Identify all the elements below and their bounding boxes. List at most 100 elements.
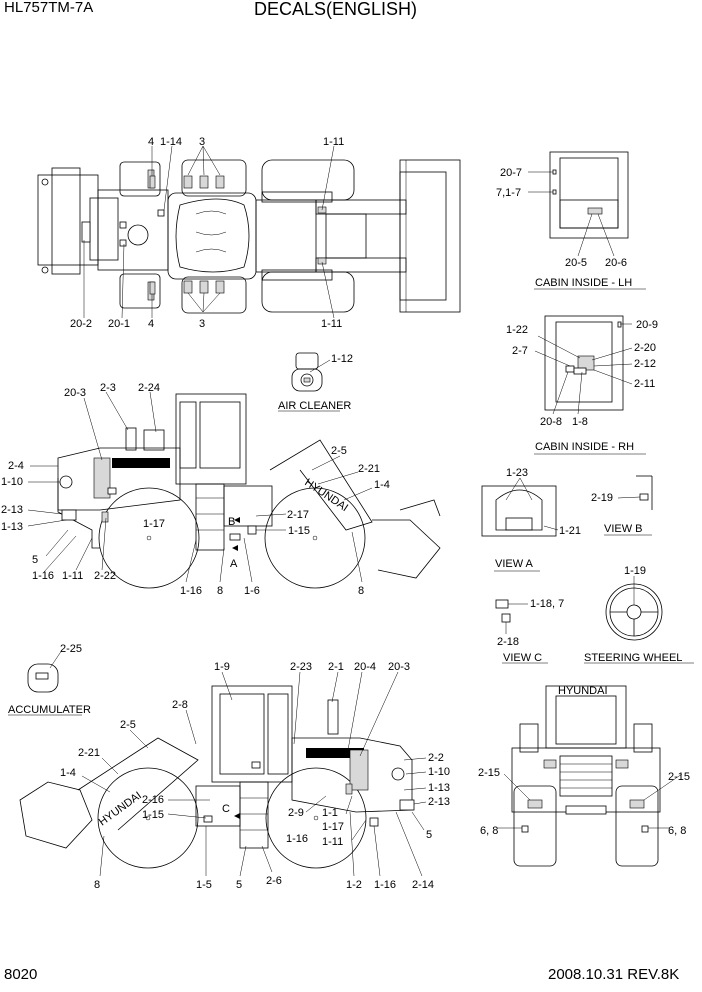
- hyundai-logo-lh: HYUNDAI: [302, 477, 350, 515]
- callout: 5: [426, 829, 432, 841]
- callout: 2-2: [428, 752, 444, 764]
- page-number: 8020: [4, 966, 38, 983]
- callout: 1-22: [506, 324, 528, 336]
- callout: 2-24: [138, 382, 160, 394]
- view-b-drawing: [604, 475, 653, 536]
- callout: 2-13: [1, 504, 23, 516]
- callout: 2-8: [172, 699, 188, 711]
- top-view-labels: 4 1-14 3 1-11 20-2 20-1 4 3 1-11: [70, 136, 344, 330]
- callout: 2-9: [288, 807, 304, 819]
- callout: 1-16: [286, 833, 308, 845]
- hyundai-logo-rear: HYUNDAI: [558, 685, 608, 697]
- callout: 1-11: [62, 570, 83, 582]
- cabin-rh-caption: CABIN INSIDE - RH: [535, 441, 634, 453]
- callout: 20-3: [388, 661, 410, 673]
- callout: 1-15: [288, 525, 310, 537]
- callout: 2-15: [668, 771, 690, 783]
- view-b-caption: VIEW B: [604, 523, 643, 535]
- callout: 1-19: [624, 565, 646, 577]
- callout: 1-16: [374, 879, 396, 891]
- callout: 4: [148, 136, 154, 148]
- callout: 6, 8: [668, 825, 686, 837]
- callout: 1-12: [331, 353, 353, 365]
- air-cleaner-labels: 1-12 AIR CLEANER: [278, 353, 353, 412]
- callout: 3: [199, 318, 205, 330]
- callout: 1-17: [143, 518, 165, 530]
- callout: 1-21: [559, 525, 581, 537]
- callout: 2-21: [358, 463, 380, 475]
- callout: 4: [148, 318, 154, 330]
- steering-wheel-caption: STEERING WHEEL: [584, 652, 682, 664]
- callout: 2-11: [634, 378, 655, 390]
- callout: 1-11: [322, 836, 343, 848]
- callout: 2-1: [328, 661, 344, 673]
- callout: 2-12: [634, 358, 656, 370]
- callout: 1-13: [428, 782, 450, 794]
- callout: 2-20: [634, 342, 656, 354]
- cabin-lh-labels: 20-7 7,1-7 20-5 20-6 CABIN INSIDE - LH: [496, 167, 632, 289]
- cabin-rh-labels: 1-22 2-7 20-9 2-20 2-12 2-11 20-8 1-8 CA…: [506, 319, 658, 453]
- callout: 2-6: [266, 875, 282, 887]
- callout: 2-3: [100, 382, 116, 394]
- callout: 2-18: [497, 636, 519, 648]
- model-number: HL757TM-7A: [4, 0, 94, 16]
- callout: 20-5: [565, 257, 587, 269]
- callout: 20-2: [70, 318, 92, 330]
- callout: 2-13: [428, 796, 450, 808]
- callout: 3: [199, 136, 205, 148]
- callout: 1-4: [60, 767, 76, 779]
- side-view-lh-drawing: HL757 HYUNDAI: [57, 393, 441, 589]
- callout: 1-4: [374, 479, 390, 491]
- air-cleaner-drawing: [278, 352, 340, 412]
- callout: 20-8: [540, 416, 562, 428]
- callout: 20-3: [64, 387, 86, 399]
- callout: 20-6: [605, 257, 627, 269]
- callout: 2-16: [142, 794, 164, 806]
- callout: 2-4: [8, 460, 24, 472]
- side-view-rh-leaders: [81, 671, 427, 877]
- side-view-lh-labels: 20-3 2-3 2-24 2-4 1-10 2-13 1-13 5 1-16 …: [1, 382, 390, 597]
- callout: 2-19: [591, 492, 613, 504]
- view-a-caption: VIEW A: [495, 558, 534, 570]
- date-revision: 2008.10.31 REV.8K: [548, 966, 680, 983]
- callout: 1-15: [142, 809, 164, 821]
- callout: 1-18, 7: [530, 598, 564, 610]
- callout: 5: [32, 554, 38, 566]
- rear-view-drawing: HYUNDAI: [498, 685, 683, 867]
- callout: B: [228, 516, 235, 528]
- cabin-lh-caption: CABIN INSIDE - LH: [535, 277, 632, 289]
- callout: 1-10: [1, 476, 23, 488]
- top-view-leaders: [83, 145, 335, 319]
- callout: 1-13: [1, 521, 23, 533]
- side-view-rh-labels: 1-9 2-23 2-1 20-4 20-3 2-8 2-5 2-21 1-4 …: [60, 661, 450, 891]
- view-a-labels: 1-23 1-21 VIEW A: [495, 467, 581, 570]
- model-badge-lh: HL757: [116, 457, 148, 469]
- callout: 2-25: [60, 643, 82, 655]
- top-view-drawing: [37, 159, 461, 314]
- view-c-labels: 1-18, 7 2-18 VIEW C: [497, 598, 564, 664]
- callout: 1-11: [323, 136, 344, 148]
- air-cleaner-caption: AIR CLEANER: [278, 400, 351, 412]
- callout: 7,1-7: [496, 187, 521, 199]
- callout: 1-23: [506, 467, 528, 479]
- callout: 20-1: [108, 318, 130, 330]
- callout: 1-2: [346, 879, 362, 891]
- callout: 8: [217, 585, 223, 597]
- view-a-drawing: [481, 477, 559, 572]
- rear-view-labels: 2-15 2-15 6, 8 6, 8: [478, 767, 690, 837]
- callout: 1-16: [180, 585, 202, 597]
- view-b-labels: 2-19 VIEW B: [591, 492, 643, 535]
- callout: 2-15: [478, 767, 500, 779]
- callout: 2-23: [290, 661, 312, 673]
- callout: 20-9: [636, 319, 658, 331]
- view-c-drawing: [495, 599, 548, 664]
- callout: 1-5: [196, 879, 212, 891]
- side-view-lh-leaders: [27, 391, 373, 583]
- view-c-caption: VIEW C: [503, 652, 542, 664]
- callout: 1-10: [428, 766, 450, 778]
- steering-wheel-drawing: [584, 576, 694, 664]
- steering-wheel-labels: 1-19 STEERING WHEEL: [584, 565, 682, 664]
- callout: 20-4: [354, 661, 376, 673]
- callout: 1-14: [160, 136, 182, 148]
- callout: 1-16: [32, 570, 54, 582]
